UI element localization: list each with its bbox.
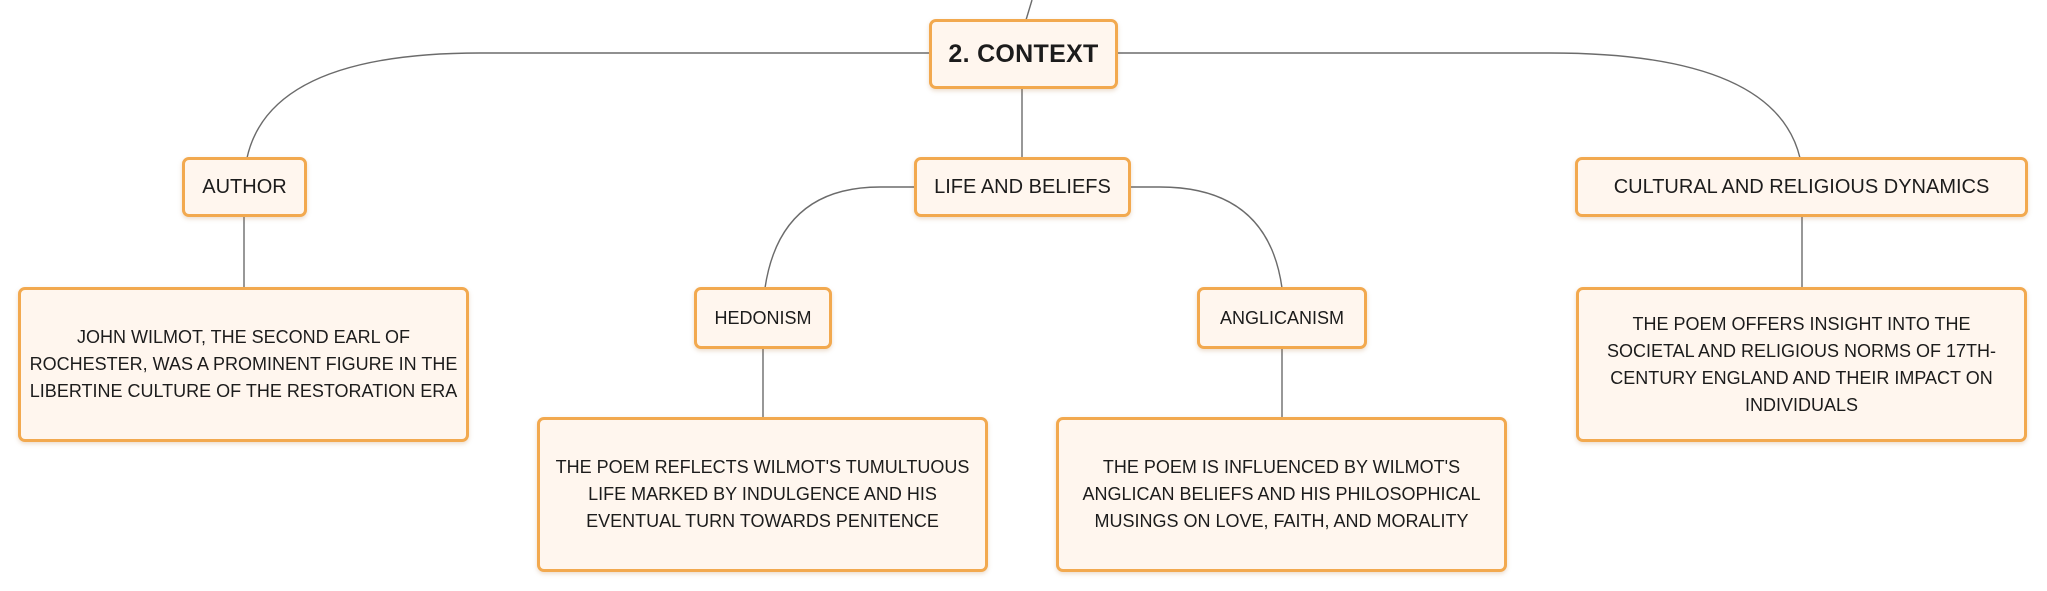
detail-node-author[interactable]: JOHN WILMOT, THE SECOND EARL OF ROCHESTE… (18, 287, 469, 442)
author-detail-text: JOHN WILMOT, THE SECOND EARL OF ROCHESTE… (29, 327, 458, 401)
anglicanism-node-label: ANGLICANISM (1219, 307, 1345, 328)
sub-node-hedonism[interactable]: HEDONISM (694, 287, 832, 349)
detail-node-culture[interactable]: THE POEM OFFERS INSIGHT INTO THE SOCIETA… (1576, 287, 2027, 442)
connector-root-to-author (246, 52, 930, 159)
culture-node-label: CULTURAL AND RELIGIOUS DYNAMICS (1613, 175, 1990, 198)
life-node-label: LIFE AND BELIEFS (934, 175, 1111, 198)
connector-life-to-anglicanism (1130, 186, 1283, 289)
connector-root-to-culture (1117, 52, 1801, 159)
hedonism-detail-text: THE POEM REFLECTS WILMOT'S TUMULTUOUS LI… (555, 457, 970, 531)
detail-node-hedonism[interactable]: THE POEM REFLECTS WILMOT'S TUMULTUOUS LI… (537, 417, 988, 572)
root-node-context[interactable]: 2. CONTEXT (929, 19, 1118, 89)
branch-node-life-and-beliefs[interactable]: LIFE AND BELIEFS (914, 157, 1131, 217)
sub-node-anglicanism[interactable]: ANGLICANISM (1197, 287, 1367, 349)
branch-node-author[interactable]: AUTHOR (182, 157, 307, 217)
culture-detail-text: THE POEM OFFERS INSIGHT INTO THE SOCIETA… (1606, 313, 1997, 415)
root-node-label: 2. CONTEXT (948, 39, 1099, 68)
branch-node-cultural-and-religious-dynamics[interactable]: CULTURAL AND RELIGIOUS DYNAMICS (1575, 157, 2028, 217)
connector-incoming-root (1025, 0, 1033, 21)
detail-node-anglicanism[interactable]: THE POEM IS INFLUENCED BY WILMOT'S ANGLI… (1056, 417, 1507, 572)
hedonism-node-label: HEDONISM (714, 307, 812, 328)
anglicanism-detail-text: THE POEM IS INFLUENCED BY WILMOT'S ANGLI… (1082, 457, 1481, 531)
connector-life-to-hedonism (764, 186, 916, 289)
author-node-label: AUTHOR (202, 175, 287, 198)
